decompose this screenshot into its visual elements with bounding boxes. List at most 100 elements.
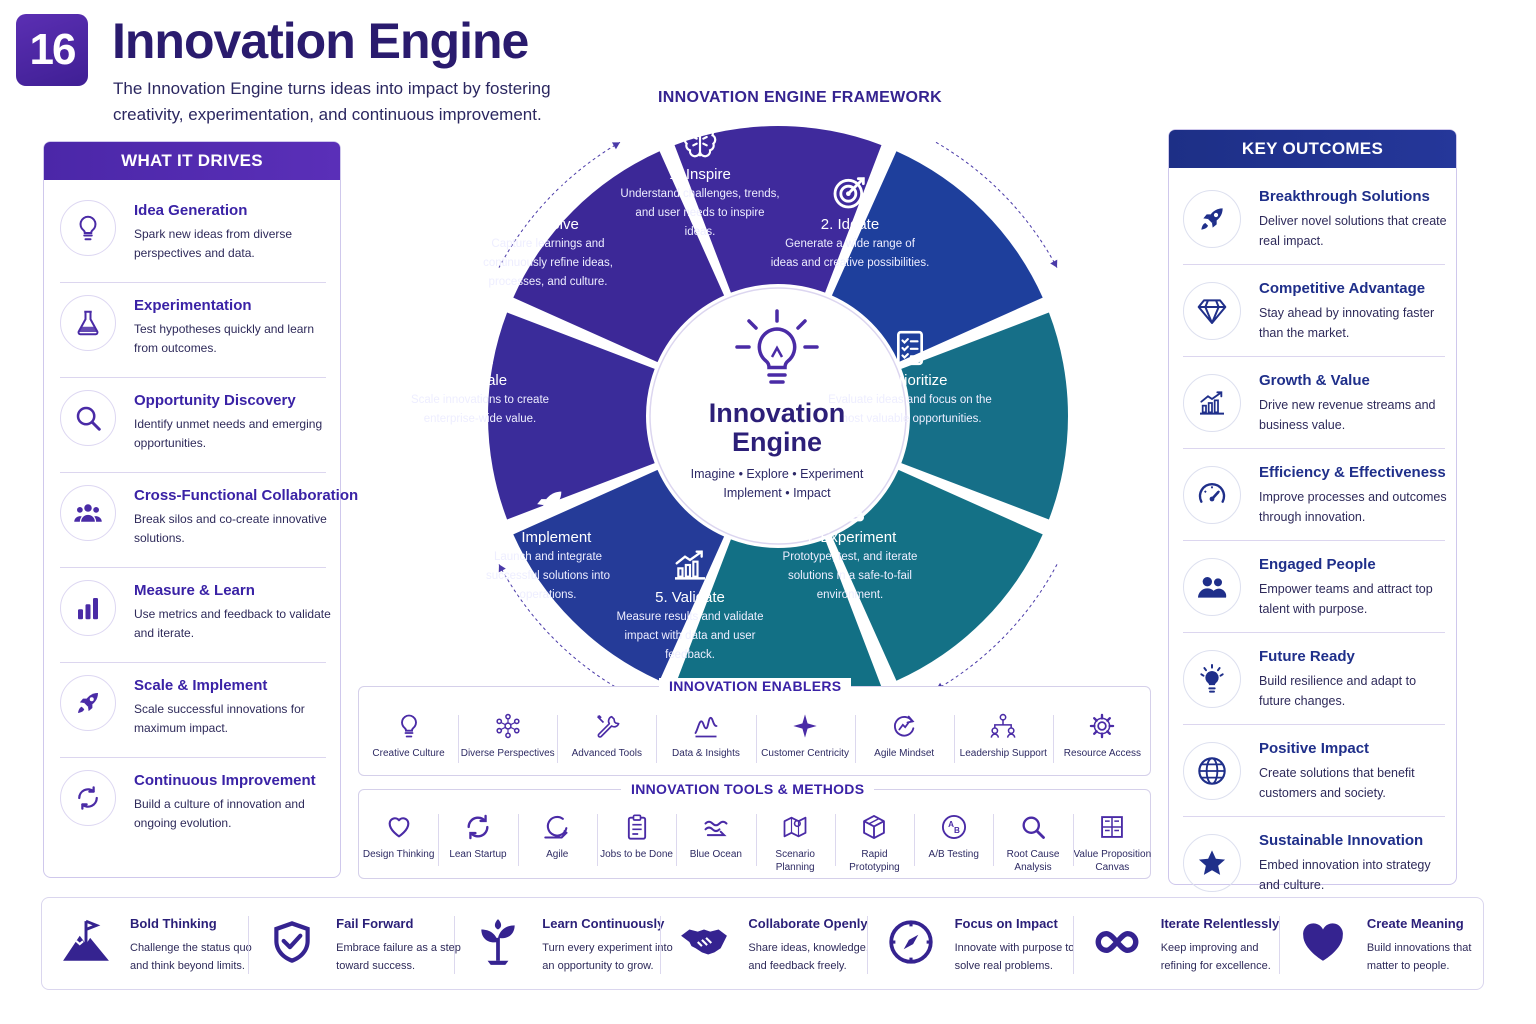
- rocket-icon: [528, 485, 568, 525]
- divider: [1072, 916, 1074, 974]
- outcome-item-desc: Embed innovation into strategy and cultu…: [1259, 858, 1431, 892]
- principle-desc: Innovate with purpose to solve real prob…: [954, 942, 1075, 972]
- tool-label: Value Proposition Canvas: [1073, 849, 1152, 873]
- divider: [866, 916, 868, 974]
- segment-title: 2. Ideate: [820, 216, 880, 233]
- outcome-item-desc: Build resilience and adapt to future cha…: [1259, 674, 1417, 708]
- divider: [517, 814, 519, 866]
- diamond-icon: [1196, 295, 1228, 327]
- divider: [438, 814, 440, 866]
- drive-icon-circle: [60, 200, 116, 256]
- orbit-arrow: [498, 141, 621, 268]
- refresh-icon: [528, 172, 568, 212]
- tool-icon-wrap: [359, 810, 438, 844]
- principle-title: Iterate Relentlessly: [1160, 916, 1280, 931]
- wave-icon: [702, 813, 730, 841]
- tool-icon-wrap: [835, 810, 914, 844]
- drive-item-title: Idea Generation: [134, 202, 248, 219]
- segment-desc: Measure results and validate impact with…: [616, 611, 764, 661]
- tool-icon-wrap: [993, 810, 1072, 844]
- divider: [1183, 724, 1445, 725]
- handshake-icon: [679, 917, 729, 967]
- segment-desc: Prototype, test, and iterate solutions i…: [782, 551, 918, 601]
- segment-icon-wrap: [605, 545, 775, 585]
- segment-title: 1. Inspire: [669, 166, 731, 183]
- divider: [656, 715, 658, 763]
- wheel-hub-circle: [649, 287, 907, 545]
- drive-icon-circle: [60, 485, 116, 541]
- page-title: Innovation Engine: [112, 13, 529, 69]
- segment-desc: Launch and integrate successful solution…: [485, 551, 610, 601]
- principle-title: Create Meaning: [1366, 916, 1464, 931]
- outcome-icon-circle: [1183, 650, 1241, 708]
- bar-chart-icon: [73, 593, 103, 623]
- wheel-segment: [513, 151, 725, 363]
- divider: [1183, 632, 1445, 633]
- enabler-label: Data & Insights: [672, 748, 740, 759]
- tool-label: Scenario Planning: [775, 849, 815, 873]
- infinity-icon: [1092, 917, 1142, 967]
- framework-title: INNOVATION ENGINE FRAMEWORK: [658, 89, 942, 106]
- segment-title: 8. Evolve: [517, 216, 579, 233]
- outcome-item-desc: Stay ahead by innovating faster than the…: [1259, 306, 1435, 340]
- tool-label: Agile: [546, 849, 569, 860]
- team-icon: [73, 498, 103, 528]
- enabler-item: Data & Insights: [656, 709, 755, 760]
- divider: [755, 814, 757, 866]
- drive-item-desc: Spark new ideas from diverse perspective…: [134, 227, 293, 260]
- tool-label: Jobs to be Done: [600, 849, 673, 860]
- growth-chart-icon: [1196, 387, 1228, 419]
- orbit-arrow: [935, 141, 1058, 268]
- compass-icon: [886, 917, 936, 967]
- outcome-icon-circle: [1183, 190, 1241, 248]
- divider: [60, 472, 326, 473]
- orbit-arrow: [498, 564, 621, 690]
- ab-icon: [940, 813, 968, 841]
- bulb-head-icon: [1196, 663, 1228, 695]
- drive-item-desc: Use metrics and feedback to validate and…: [134, 607, 331, 640]
- target-icon: [830, 172, 870, 212]
- tool-label: Blue Ocean: [689, 849, 742, 860]
- segment-title: 6. Implement: [504, 529, 592, 546]
- analytics-icon: [692, 712, 720, 740]
- enabler-icon-wrap: [557, 709, 656, 743]
- outcome-item-desc: Deliver novel solutions that create real…: [1259, 214, 1447, 248]
- section-number-badge: 16: [16, 14, 88, 86]
- people-icon: [1196, 571, 1228, 603]
- segment-desc: Generate a wide range of ideas and creat…: [770, 238, 930, 269]
- lightbulb-icon: [73, 213, 103, 243]
- outcome-item-title: Growth & Value: [1259, 372, 1370, 389]
- growth-chart-icon: [670, 545, 710, 585]
- lightbulb-icon: [735, 309, 819, 384]
- clipboard-icon: [623, 813, 651, 841]
- divider: [458, 715, 460, 763]
- enabler-label: Resource Access: [1063, 748, 1142, 759]
- segment-icon-wrap: [770, 172, 930, 212]
- divider: [1278, 916, 1280, 974]
- enabler-icon-wrap: [359, 709, 458, 743]
- principle-icon-wrap: [262, 912, 322, 972]
- wheel-hub: Innovation Engine Imagine • Explore • Ex…: [654, 305, 900, 525]
- drive-item-title: Scale & Implement: [134, 677, 268, 694]
- drive-item-desc: Build a culture of innovation and ongoin…: [134, 797, 305, 830]
- orbit-arrow: [935, 564, 1058, 690]
- star-icon: [1196, 847, 1228, 879]
- tools-title: INNOVATION TOOLS & METHODS: [621, 781, 875, 797]
- outcome-item-title: Efficiency & Effectiveness: [1259, 464, 1446, 481]
- divider: [1072, 814, 1074, 866]
- divider: [1183, 816, 1445, 817]
